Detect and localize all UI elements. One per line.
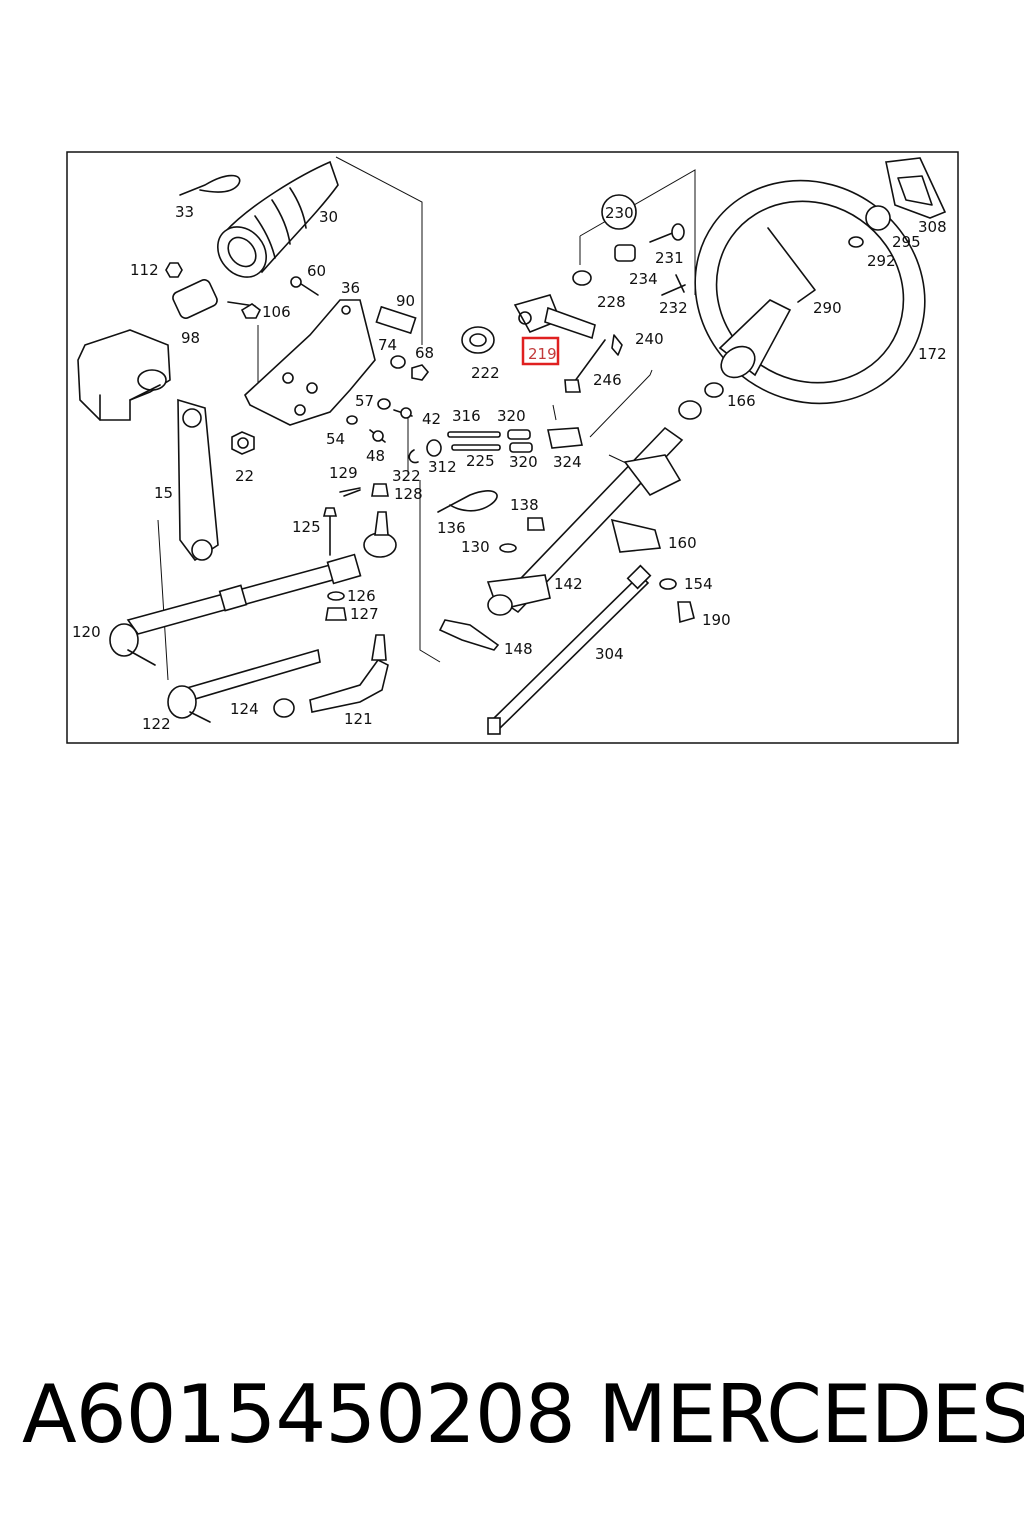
label-225: 324 (553, 453, 582, 471)
label-122: 122 (142, 715, 171, 733)
label-36: 36 (341, 279, 360, 297)
label-33: 33 (175, 203, 194, 221)
label-322: 322 (392, 467, 421, 485)
label-230-circle (601, 194, 637, 230)
label-98: 98 (181, 329, 200, 347)
label-120: 120 (72, 623, 101, 641)
label-219: 219 (528, 345, 557, 363)
label-106: 106 (262, 303, 291, 321)
label-60: 60 (307, 262, 326, 280)
label-246: 246 (593, 371, 622, 389)
label-142: 148 (504, 640, 533, 658)
label-57: 57 (355, 392, 374, 410)
label-126: 126 (347, 587, 376, 605)
steering-gear-box-part (77, 329, 171, 421)
label-290: 172 (918, 345, 947, 363)
caption: A6015450208 MERCEDES (0, 1368, 1024, 1478)
tie-rod-assembly-part (109, 483, 397, 723)
label-222: 222 (471, 364, 500, 382)
label-228: 228 (597, 293, 626, 311)
label-136: 138 (510, 496, 539, 514)
label-125: 125 (292, 518, 321, 536)
label-112: 112 (130, 261, 159, 279)
steering-column-part (438, 426, 684, 651)
label-240: 240 (635, 330, 664, 348)
label-292: 290 (813, 299, 842, 317)
label-320-bottom: 320 (509, 453, 538, 471)
label-160: 154 (684, 575, 713, 593)
label-74: 74 (378, 336, 397, 354)
label-308: 295 (892, 233, 921, 251)
pitman-arm-part (177, 398, 219, 562)
hardware-parts (165, 262, 430, 455)
label-130: 142 (554, 575, 583, 593)
label-127: 127 (350, 605, 379, 623)
mounting-bracket-part (244, 299, 376, 426)
label-172: 166 (727, 392, 756, 410)
label-54: 54 (326, 430, 345, 448)
label-68: 68 (415, 344, 434, 362)
steering-wheel-part (678, 157, 947, 420)
ignition-switch-parts (461, 223, 686, 393)
label-230: 230 (605, 204, 634, 222)
label-15: 15 (154, 484, 173, 502)
label-316: 316 (452, 407, 481, 425)
label-190: 304 (595, 645, 624, 663)
label-231: 231 (655, 249, 684, 267)
label-328: 312 (428, 458, 457, 476)
label-324: 136 (437, 519, 466, 537)
diagram-frame (66, 151, 959, 744)
label-48: 48 (366, 447, 385, 465)
label-138: 130 (461, 538, 490, 556)
part-number: A6015450208 (22, 1368, 576, 1461)
steering-boot-part (217, 160, 339, 278)
label-129: 129 (329, 464, 358, 482)
label-90: 90 (396, 292, 415, 310)
label-124: 124 (230, 700, 259, 718)
label-154: 190 (702, 611, 731, 629)
label-304: 308 (918, 218, 947, 236)
leader-lines (157, 156, 696, 681)
label-128: 128 (394, 485, 423, 503)
label-30: 30 (319, 208, 338, 226)
part-labels: 33 30 112 60 36 90 106 98 74 68 15 57 42… (72, 194, 947, 733)
label-42: 42 (422, 410, 441, 428)
label-320-top: 320 (497, 407, 526, 425)
parts-diagram: 33 30 112 60 36 90 106 98 74 68 15 57 42… (66, 151, 959, 744)
highlight-box (521, 336, 560, 366)
label-295: 292 (867, 252, 896, 270)
label-232: 232 (659, 299, 688, 317)
steering-shaft-part (487, 564, 695, 735)
cable-tie-part (179, 174, 241, 196)
label-22: 22 (235, 467, 254, 485)
label-312: 225 (466, 452, 495, 470)
brand-name: MERCEDES (598, 1368, 1024, 1461)
label-234: 234 (629, 270, 658, 288)
pins-and-sleeves-parts (339, 427, 583, 513)
label-121: 121 (344, 710, 373, 728)
label-148: 160 (668, 534, 697, 552)
